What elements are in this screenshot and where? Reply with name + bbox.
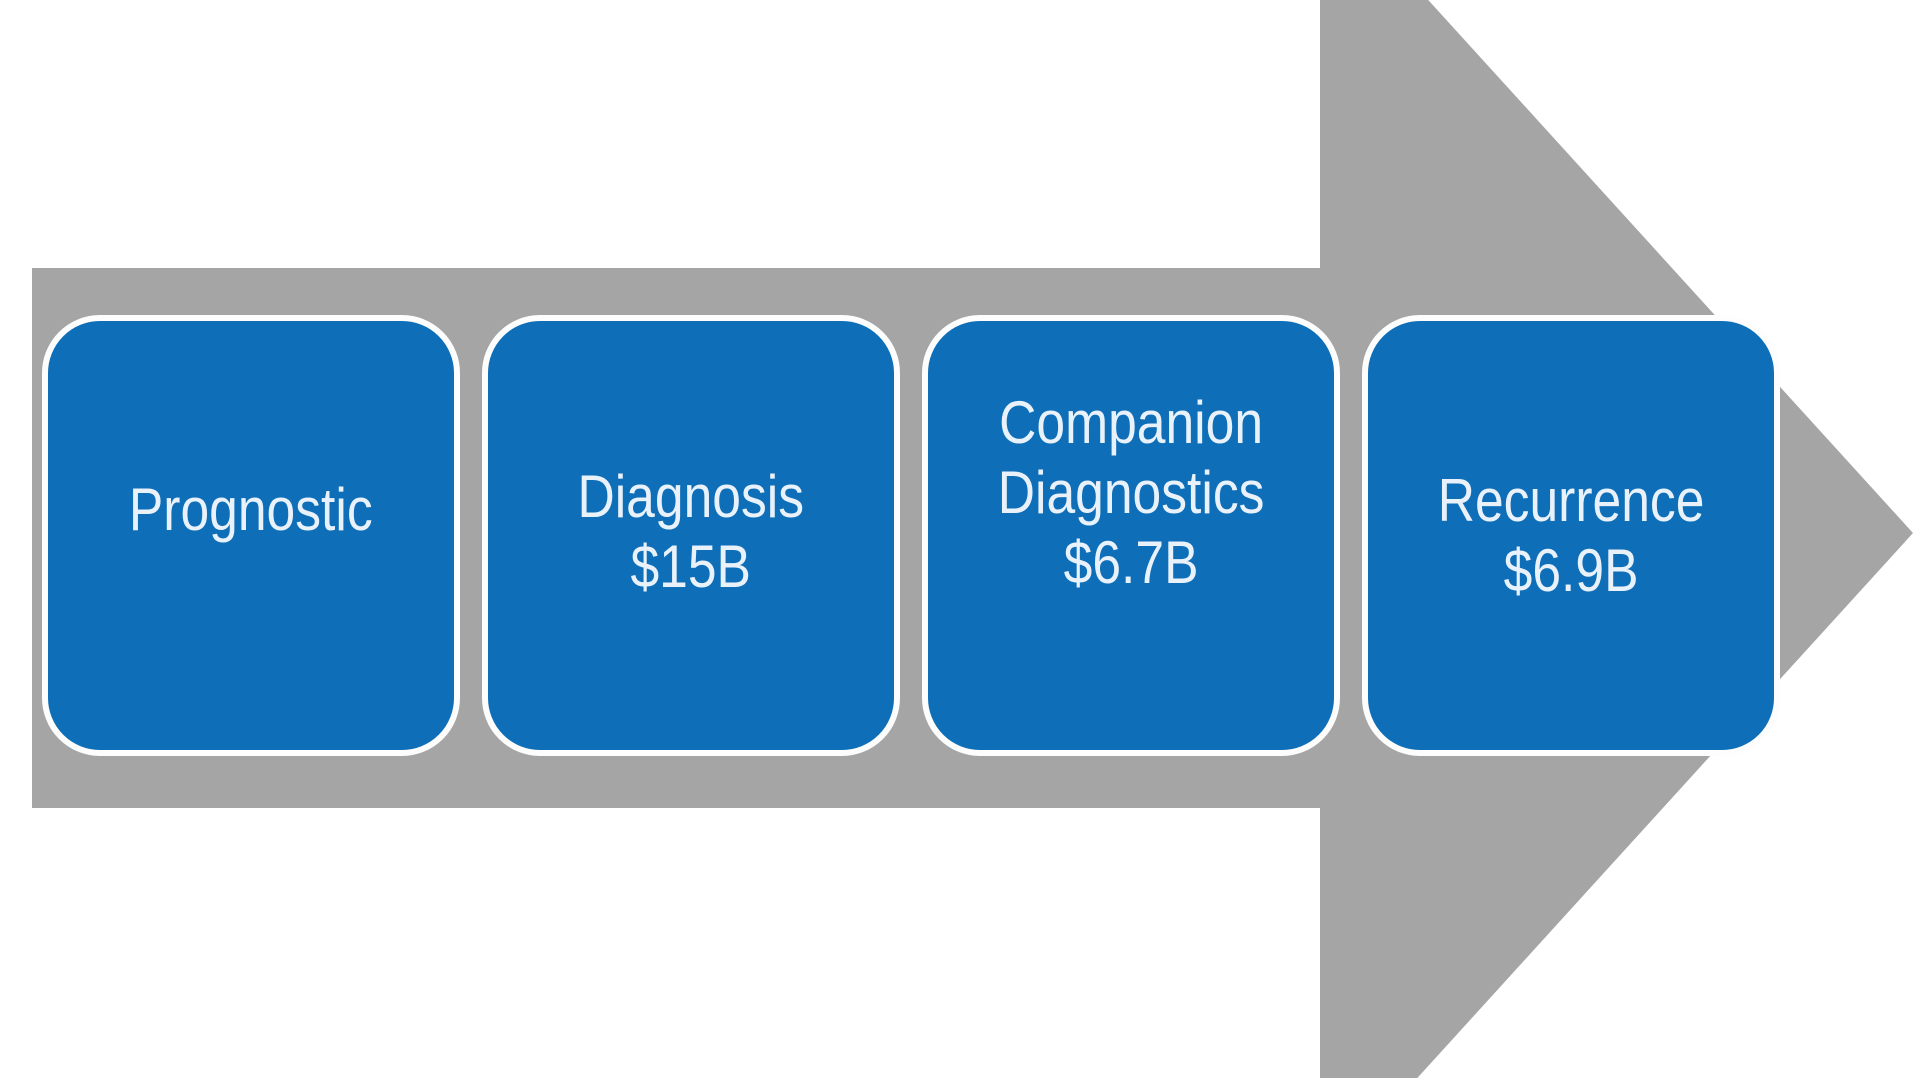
stage-value-line: $15B [630, 532, 752, 600]
stage-text-block: Prognostic [129, 475, 373, 545]
stage-label-line: Companion [999, 388, 1263, 456]
stage-text-block: Recurrence $6.9B [1438, 466, 1705, 606]
stage-box-prognostic: Prognostic [42, 315, 460, 756]
stage-value-line: $6.7B [1063, 528, 1199, 596]
stage-label-line: Recurrence [1437, 466, 1705, 534]
stage-box-recurrence: Recurrence $6.9B [1362, 315, 1780, 756]
stage-label-line: Prognostic [129, 475, 373, 543]
stage-label-line: Diagnosis [577, 462, 805, 530]
stage-label-line: Diagnostics [997, 458, 1265, 526]
stage-text-block: Diagnosis $15B [578, 462, 805, 602]
stage-value-line: $6.9B [1503, 536, 1639, 604]
stage-box-diagnosis: Diagnosis $15B [482, 315, 900, 756]
stage-text-block: Companion Diagnostics $6.7B [998, 388, 1265, 598]
stage-box-companion-diagnostics: Companion Diagnostics $6.7B [922, 315, 1340, 756]
